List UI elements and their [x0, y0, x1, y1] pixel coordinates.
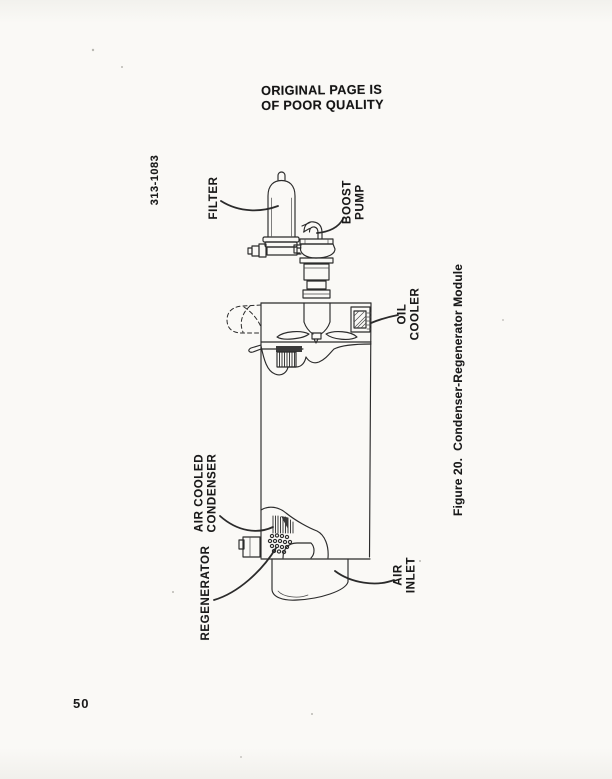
label-air-inlet-line1: AIR [392, 564, 405, 586]
oil-cooler-component [350, 306, 372, 333]
condenser-regenerator-core [238, 506, 329, 559]
scan-specks [91, 48, 504, 758]
label-oil-cooler-line2: COOLER [409, 287, 421, 341]
figure-caption: Figure 20. Condenser-Regenerator Module [450, 263, 465, 517]
label-regenerator: REGENERATOR [199, 545, 212, 641]
label-air-inlet-line2: INLET [405, 556, 417, 594]
leader-lines [213, 200, 399, 601]
module-body [248, 302, 372, 560]
label-boost-pump: BOOST PUMP [342, 180, 367, 224]
quality-stamp: ORIGINAL PAGE IS OF POOR QUALITY [261, 82, 384, 113]
page-number: 50 [73, 696, 90, 711]
filter-assembly [247, 171, 302, 258]
label-filter: FILTER [207, 176, 220, 220]
label-air-cooled-condenser-line2: CONDENSER [206, 453, 218, 533]
label-air-cooled-condenser-line1: AIR COOLED [193, 453, 206, 533]
leader-regenerator [213, 547, 277, 601]
air-inlet-duct [271, 558, 349, 601]
boost-pump-assembly [293, 221, 336, 344]
leader-air-inlet [334, 570, 395, 585]
document-number: 313-1083 [148, 154, 161, 206]
label-air-inlet: AIR INLET [393, 557, 418, 593]
label-oil-cooler: OIL COOLER [397, 288, 422, 341]
stamp-line-2: OF POOR QUALITY [261, 96, 384, 113]
leader-boost-pump [316, 218, 344, 234]
leader-oil-cooler [370, 314, 399, 324]
leader-air-cooled-condenser [219, 515, 274, 532]
label-oil-cooler-line1: OIL [396, 303, 409, 325]
hidden-duct-dashed [226, 304, 262, 334]
label-boost-pump-line1: BOOST [341, 180, 354, 224]
label-air-cooled-condenser: AIR COOLED CONDENSER [194, 454, 219, 533]
label-boost-pump-line2: PUMP [354, 184, 366, 220]
leader-filter [220, 200, 279, 212]
